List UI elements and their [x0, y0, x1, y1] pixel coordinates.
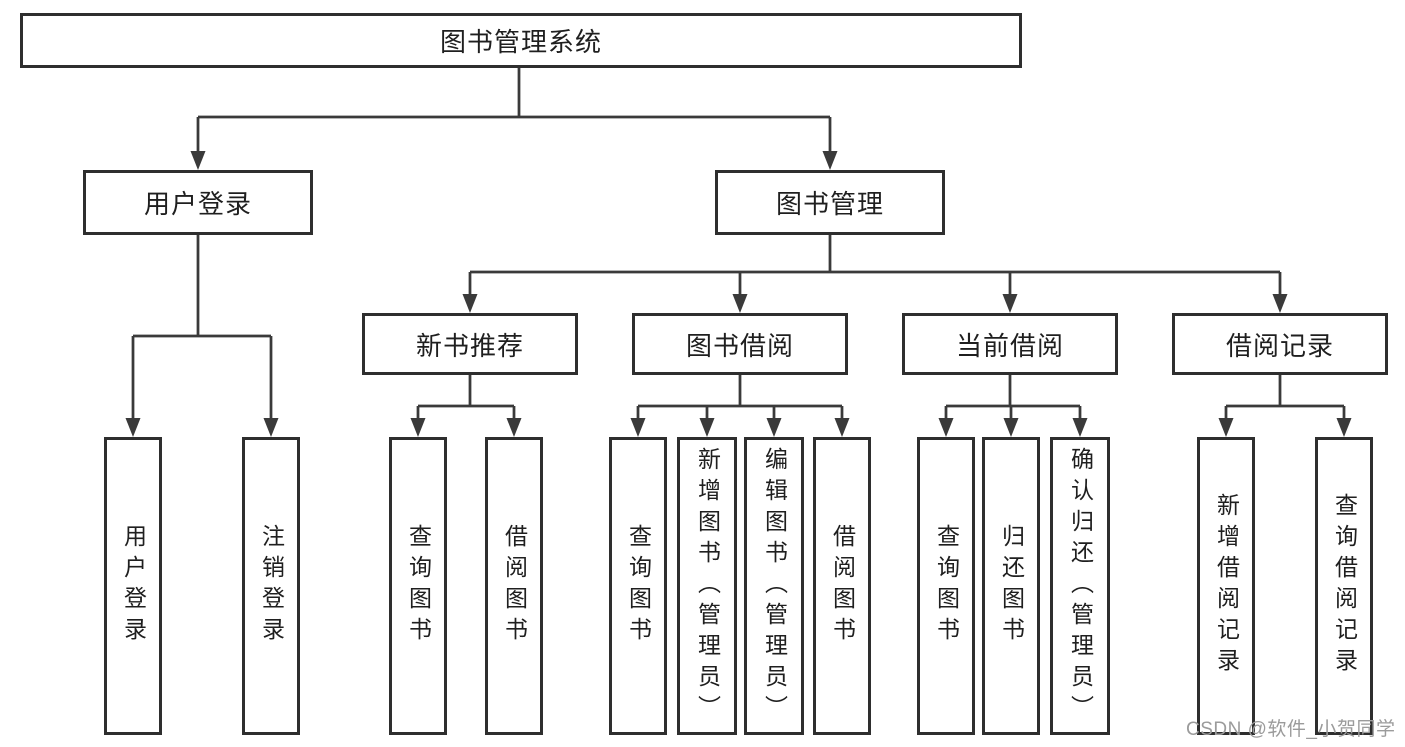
leaf-current-return-book: 归还图书 [982, 437, 1040, 735]
node-book-borrow: 图书借阅 [632, 313, 848, 375]
node-user-login: 用户登录 [83, 170, 313, 235]
leaf-user-login: 用户登录 [104, 437, 162, 735]
node-new-book-recommend: 新书推荐 [362, 313, 578, 375]
connector-user-login-leaves [125, 235, 279, 437]
leaf-recommend-query-book: 查询图书 [389, 437, 447, 735]
connector-new-book-recommend-leaves [410, 375, 522, 437]
leaf-borrow-query-book: 查询图书 [609, 437, 667, 735]
connector-current-borrow-leaves [938, 375, 1088, 437]
connector-borrow-records-leaves [1218, 375, 1352, 437]
leaf-recommend-borrow-book: 借阅图书 [485, 437, 543, 735]
leaf-records-add-record: 新增借阅记录 [1197, 437, 1255, 735]
connector-book-borrow-leaves [630, 375, 850, 437]
csdn-watermark: CSDN @软件_小贺同学 [1186, 719, 1396, 740]
leaf-current-query-book: 查询图书 [917, 437, 975, 735]
leaf-logout: 注销登录 [242, 437, 300, 735]
node-book-management: 图书管理 [715, 170, 945, 235]
node-root: 图书管理系统 [20, 13, 1022, 68]
node-borrow-records: 借阅记录 [1172, 313, 1388, 375]
node-current-borrow: 当前借阅 [902, 313, 1118, 375]
connector-book-management-to-level3 [462, 235, 1288, 313]
leaf-records-query-record: 查询借阅记录 [1315, 437, 1373, 735]
leaf-borrow-add-book-admin: 新增图书（管理员） [677, 437, 737, 735]
leaf-borrow-borrow-book: 借阅图书 [813, 437, 871, 735]
connector-root-to-level2 [190, 67, 838, 170]
leaf-current-confirm-return-admin: 确认归还（管理员） [1050, 437, 1110, 735]
leaf-borrow-edit-book-admin: 编辑图书（管理员） [744, 437, 804, 735]
